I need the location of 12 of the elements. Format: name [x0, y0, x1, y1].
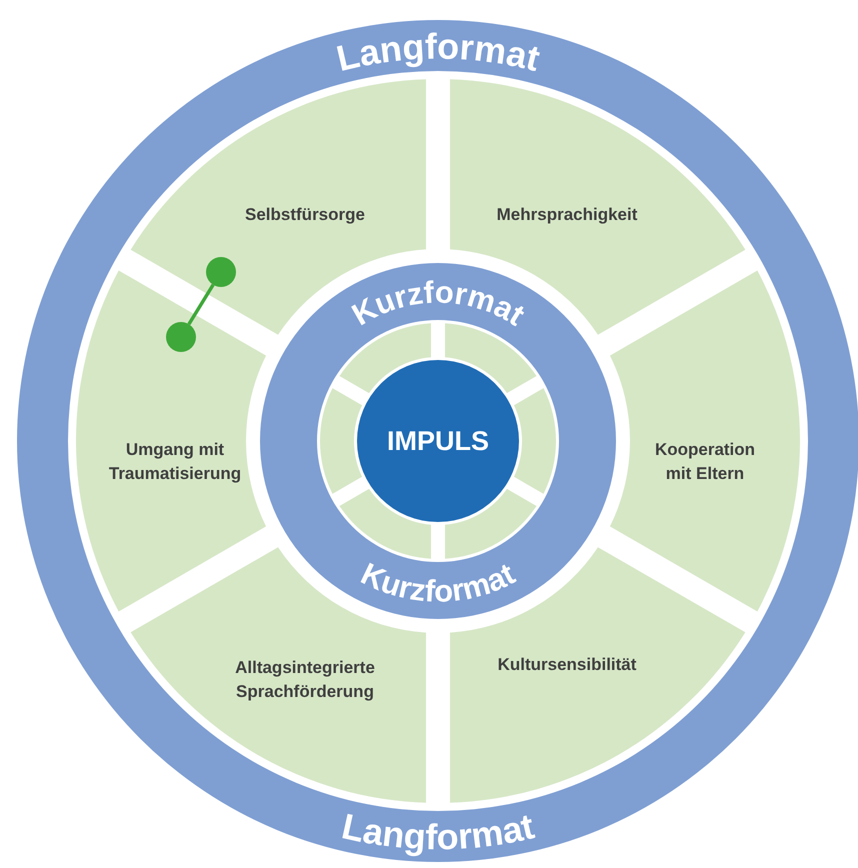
segment-label: Alltagsintegrierte Sprachförderung	[235, 657, 375, 703]
segment-label: Selbstfürsorge	[245, 204, 365, 226]
segment-label: Mehrsprachigkeit	[496, 204, 638, 226]
center-label: IMPULS	[387, 425, 489, 457]
ring-label: Kurzformat	[346, 274, 531, 332]
segment-label: Kooperation mit Eltern	[654, 439, 756, 485]
ring-label: Kurzformat	[356, 556, 520, 609]
segment-label: Kultursensibilität	[498, 654, 636, 676]
connector-line	[187, 284, 215, 326]
segment-label: Umgang mit Traumatisierung	[108, 439, 242, 485]
ring-label: Langformat	[332, 26, 544, 80]
ring-label: Langformat	[338, 805, 538, 858]
